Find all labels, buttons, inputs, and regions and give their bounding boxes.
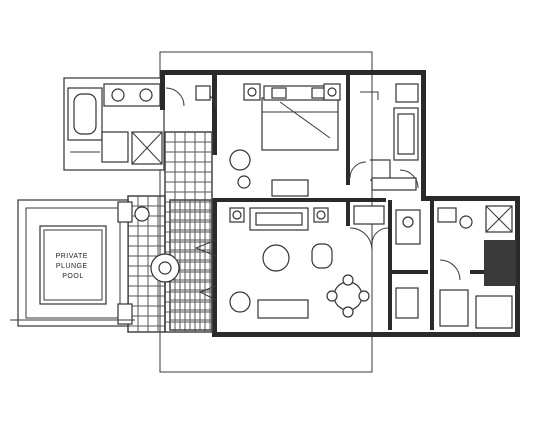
coffee-table	[262, 244, 290, 272]
pool-deck: PRIVATE PLUNGE POOL	[17, 199, 180, 327]
mechanical-block	[484, 240, 516, 286]
bath-wing-left	[63, 77, 165, 171]
bed	[261, 97, 339, 151]
dresser	[271, 179, 309, 197]
sink	[139, 88, 153, 102]
exterior-walls	[160, 70, 520, 337]
dining-table	[333, 281, 363, 311]
sink	[111, 88, 125, 102]
armchair	[229, 149, 251, 171]
pool-label-line: POOL	[62, 273, 83, 280]
pool-outline	[39, 225, 107, 305]
pool-label-line: PLUNGE	[56, 263, 88, 270]
dressing-room	[349, 83, 419, 191]
bedroom	[195, 83, 341, 197]
counter	[353, 205, 385, 225]
pool-label: PRIVATE PLUNGE POOL	[56, 253, 91, 280]
armchair	[229, 291, 251, 313]
desk	[257, 299, 309, 319]
pool-label-line: PRIVATE	[56, 253, 88, 260]
living-room	[194, 207, 373, 319]
kitchenette	[353, 205, 513, 329]
